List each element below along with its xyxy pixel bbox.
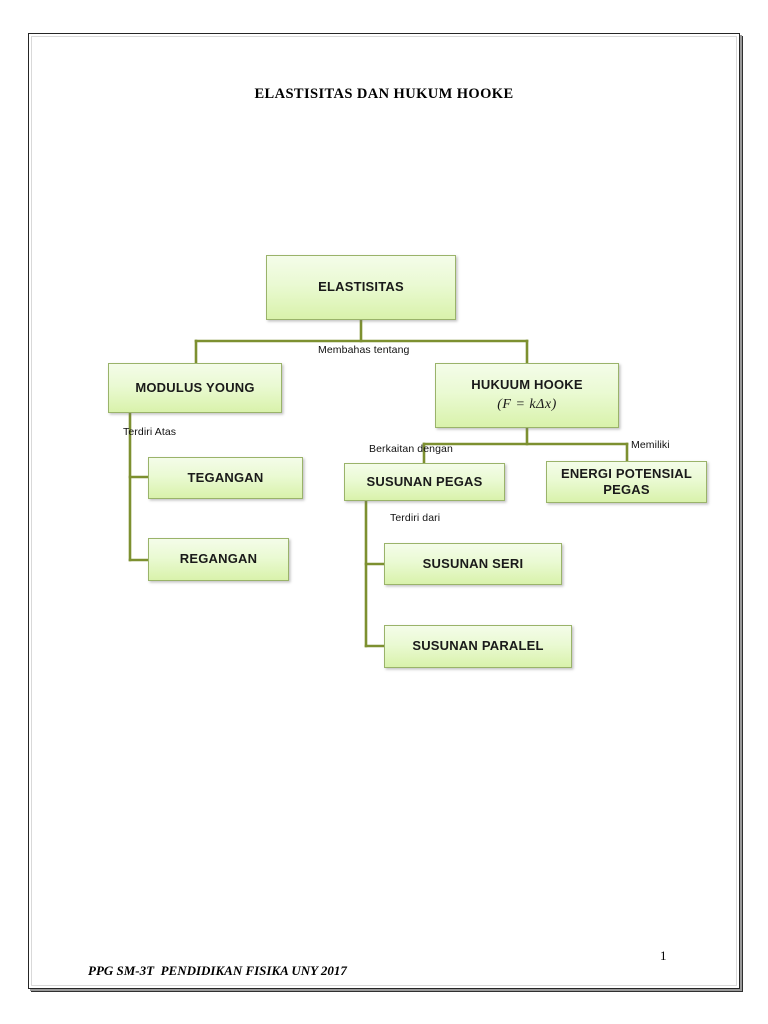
node-susunan-seri-label: SUSUNAN SERI <box>422 555 524 571</box>
node-susunan-pegas[interactable]: SUSUNAN PEGAS <box>344 463 505 501</box>
node-hukuum-hooke[interactable]: HUKUUM HOOKE (F = kΔx) <box>435 363 619 428</box>
node-hukuum-hooke-label: HUKUUM HOOKE <box>471 377 583 393</box>
edge-label-memiliki: Memiliki <box>631 439 670 451</box>
node-tegangan-label: TEGANGAN <box>187 469 264 485</box>
node-elastisitas-label: ELASTISITAS <box>318 279 404 295</box>
edge-label-terdiri-dari: Terdiri dari <box>390 512 441 524</box>
page-title: ELASTISITAS DAN HUKUM HOOKE <box>254 86 514 102</box>
footer-text: PPG SM-3T PENDIDIKAN FISIKA UNY 2017 <box>88 963 347 978</box>
node-susunan-seri[interactable]: SUSUNAN SERI <box>384 543 562 585</box>
node-energi-potensial-pegas[interactable]: ENERGI POTENSIAL PEGAS <box>546 461 707 503</box>
node-susunan-paralel-label: SUSUNAN PARALEL <box>412 638 544 654</box>
node-hukuum-hooke-formula: (F = kΔx) <box>497 397 557 413</box>
node-modulus-young[interactable]: MODULUS YOUNG <box>108 363 282 413</box>
page-number: 1 <box>660 948 667 963</box>
node-susunan-paralel[interactable]: SUSUNAN PARALEL <box>384 625 572 668</box>
node-energi-potensial-pegas-label-line2: PEGAS <box>603 482 650 497</box>
node-elastisitas[interactable]: ELASTISITAS <box>266 255 456 320</box>
node-regangan[interactable]: REGANGAN <box>148 538 289 581</box>
node-susunan-pegas-label: SUSUNAN PEGAS <box>366 473 483 489</box>
edge-label-membahas-tentang: Membahas tentang <box>318 344 410 356</box>
edge-label-berkaitan-dengan: Berkaitan dengan <box>369 443 453 455</box>
edge-label-terdiri-atas: Terdiri Atas <box>123 426 177 438</box>
node-regangan-label: REGANGAN <box>179 551 258 567</box>
node-modulus-young-label: MODULUS YOUNG <box>135 379 255 395</box>
node-energi-potensial-pegas-label-line1: ENERGI POTENSIAL <box>560 465 693 481</box>
page-border-frame <box>28 33 740 989</box>
node-tegangan[interactable]: TEGANGAN <box>148 457 303 499</box>
